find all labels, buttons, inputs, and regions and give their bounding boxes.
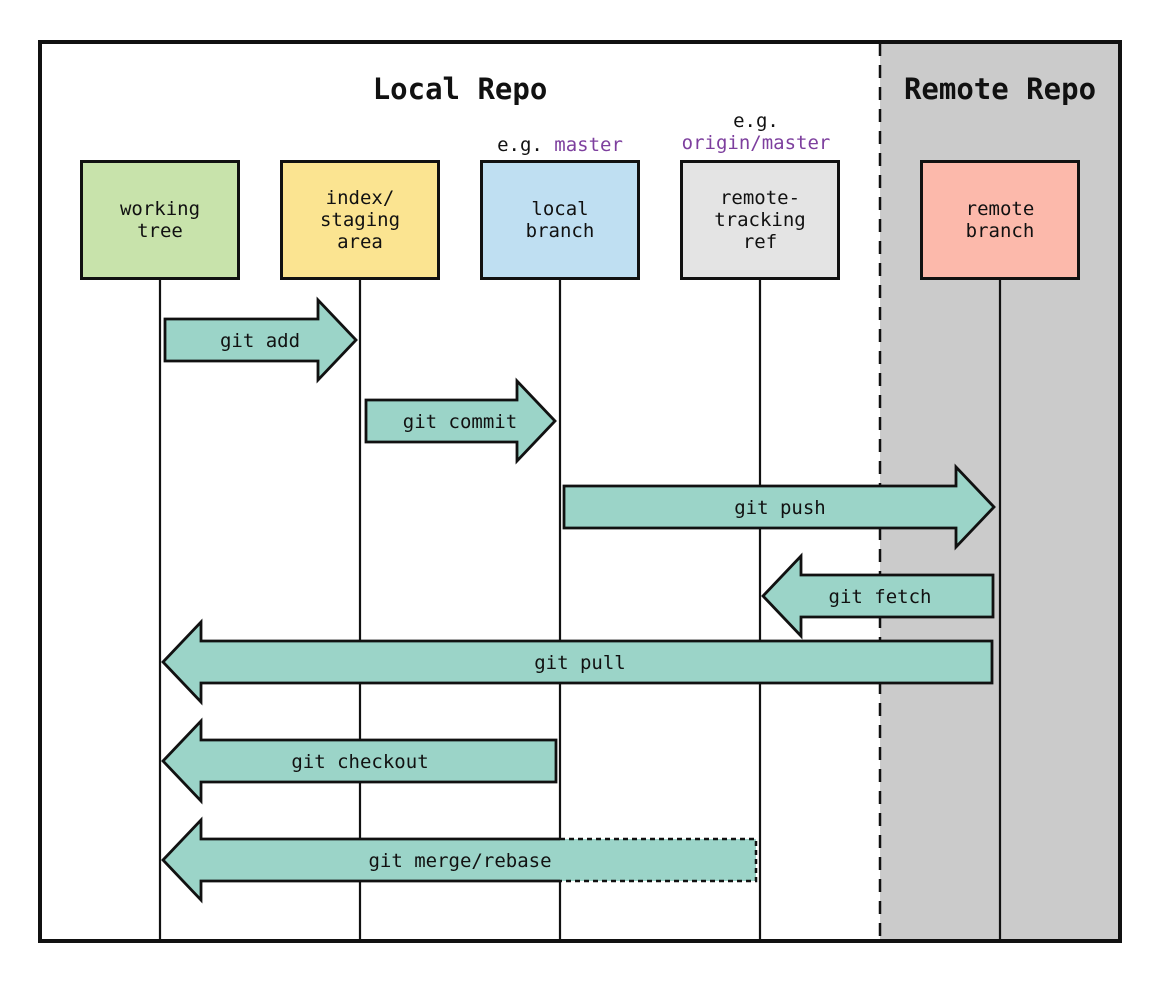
remote-branch-box: remote branch xyxy=(920,160,1080,280)
git-merge-rebase-label: git merge/rebase xyxy=(368,850,551,872)
remote-repo-title: Remote Repo xyxy=(903,72,1097,106)
example-branch-name: master xyxy=(554,134,623,156)
git-merge-rebase-arrow-dashed-outline xyxy=(560,837,758,883)
example-prefix: e.g. xyxy=(733,110,779,132)
git-add-arrow xyxy=(163,296,358,384)
remote-tracking-ref-box: remote- tracking ref xyxy=(680,160,840,280)
git-fetch-label: git fetch xyxy=(829,586,932,608)
index-staging-area-box: index/ staging area xyxy=(280,160,440,280)
git-checkout-label: git checkout xyxy=(291,751,428,773)
git-commit-label: git commit xyxy=(403,411,517,433)
git-checkout-arrow xyxy=(161,717,558,805)
git-push-label: git push xyxy=(734,497,826,519)
git-merge-rebase-arrow-solid-outline xyxy=(161,816,560,904)
git-add-label: git add xyxy=(220,330,300,352)
git-push-arrow xyxy=(562,463,996,551)
local-repo-title: Local Repo xyxy=(372,72,548,106)
git-pull-arrow xyxy=(161,618,994,706)
git-pull-label: git pull xyxy=(534,652,626,674)
local-branch-box: local branch xyxy=(480,160,640,280)
working-tree-box: working tree xyxy=(80,160,240,280)
example-label-master: e.g. master xyxy=(497,134,623,156)
example-remote-ref-name: origin/master xyxy=(681,132,831,154)
example-prefix: e.g. xyxy=(497,134,555,156)
example-label-origin-master: e.g. origin/master xyxy=(682,110,831,154)
git-fetch-arrow xyxy=(761,552,995,640)
git-commit-arrow xyxy=(364,377,557,465)
